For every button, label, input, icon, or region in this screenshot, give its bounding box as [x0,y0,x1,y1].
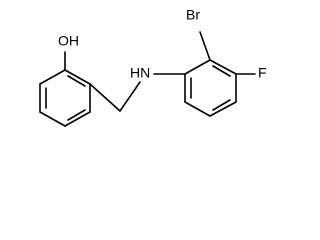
bond-ring2-a [184,59,211,75]
bond-ch2-nh [119,81,141,112]
bond-ring1-double-2 [67,109,86,121]
molecule-structure: OH HN Br F [39,7,267,127]
bond-ring2-d [209,101,237,117]
amine-label: HN [130,65,150,81]
bond-ring1-a [64,69,91,85]
bond-ring1-d [39,111,66,127]
bond-ring2-double-1 [212,65,231,77]
bond-ring-ch2 [89,83,121,112]
fluoro-label: F [258,65,267,81]
bond-ring1-c [64,111,91,127]
bond-ring1-f [39,69,66,85]
hydroxyl-label: OH [58,33,79,49]
phenol-ring [39,69,91,127]
bromofluorophenyl-ring [184,59,237,117]
bond-c-br [199,31,211,61]
bromo-label: Br [186,7,200,23]
bond-ring1-double-1 [67,75,86,87]
bond-ring2-b [209,59,237,75]
bond-ring2-e [184,101,211,117]
bond-ring2-double-2 [212,99,231,111]
